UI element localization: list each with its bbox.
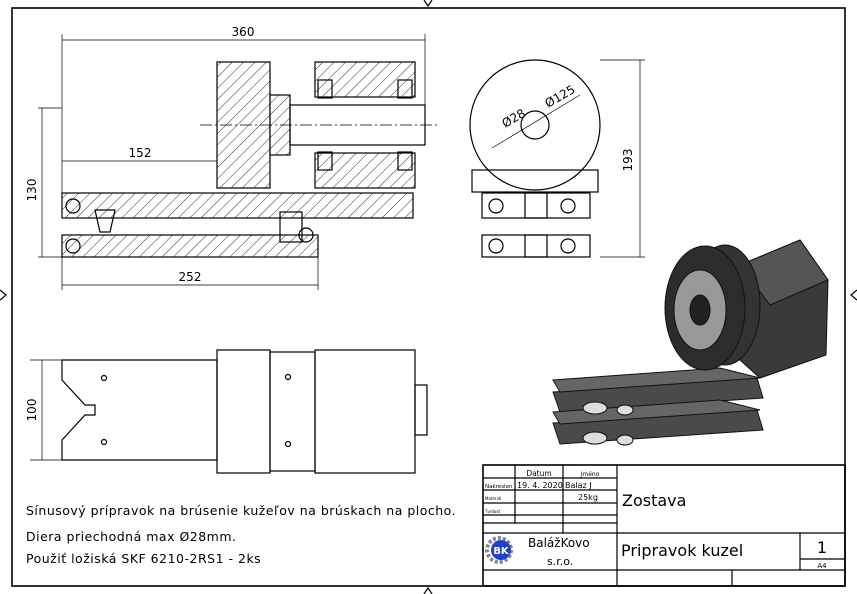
- company-name: BalážKovo: [528, 536, 590, 550]
- note-line-3: Použiť ložiská SKF 6210-2RS1 - 2ks: [26, 551, 262, 566]
- side-view: [469, 59, 601, 258]
- note-line-1: Sínusový prípravok na brúsenie kužeľov n…: [26, 503, 457, 518]
- dim-100: 100: [25, 399, 39, 422]
- dim-252: 252: [179, 270, 202, 284]
- dim-dia125: Ø125: [543, 82, 578, 110]
- dim-130: 130: [25, 179, 39, 202]
- drawn-date: 19. 4. 2020: [517, 481, 563, 490]
- section-view: [61, 61, 440, 258]
- company-logo: BK: [485, 536, 513, 564]
- dim-dia28: Ø28: [500, 106, 528, 130]
- isometric-model: [552, 239, 829, 446]
- label-drawn: Nakreslen: [485, 484, 513, 490]
- note-line-2: Diera priechodná max Ø28mm.: [26, 529, 237, 544]
- drawn-author: Balaz J: [565, 481, 592, 490]
- dim-360: 360: [232, 25, 255, 39]
- bottom-view: [61, 349, 428, 474]
- col-name: Jméno: [580, 471, 600, 478]
- dim-152: 152: [129, 146, 152, 160]
- company-suffix: s.r.o.: [547, 555, 573, 568]
- drawing-name: Pripravok kuzel: [621, 541, 743, 560]
- sheet-border: [11, 7, 846, 587]
- logo-text: BK: [493, 546, 510, 557]
- paper-format: A4: [817, 562, 827, 570]
- col-date: Datum: [526, 469, 551, 478]
- label-hardness: Tvrdosť: [484, 509, 500, 514]
- dim-193: 193: [621, 149, 635, 172]
- title-block: [482, 464, 846, 587]
- label-material: Materiál: [485, 496, 501, 501]
- sheet-number: 1: [817, 538, 827, 557]
- mass-value: 25kg: [578, 493, 598, 502]
- drawing-title: Zostava: [622, 491, 686, 510]
